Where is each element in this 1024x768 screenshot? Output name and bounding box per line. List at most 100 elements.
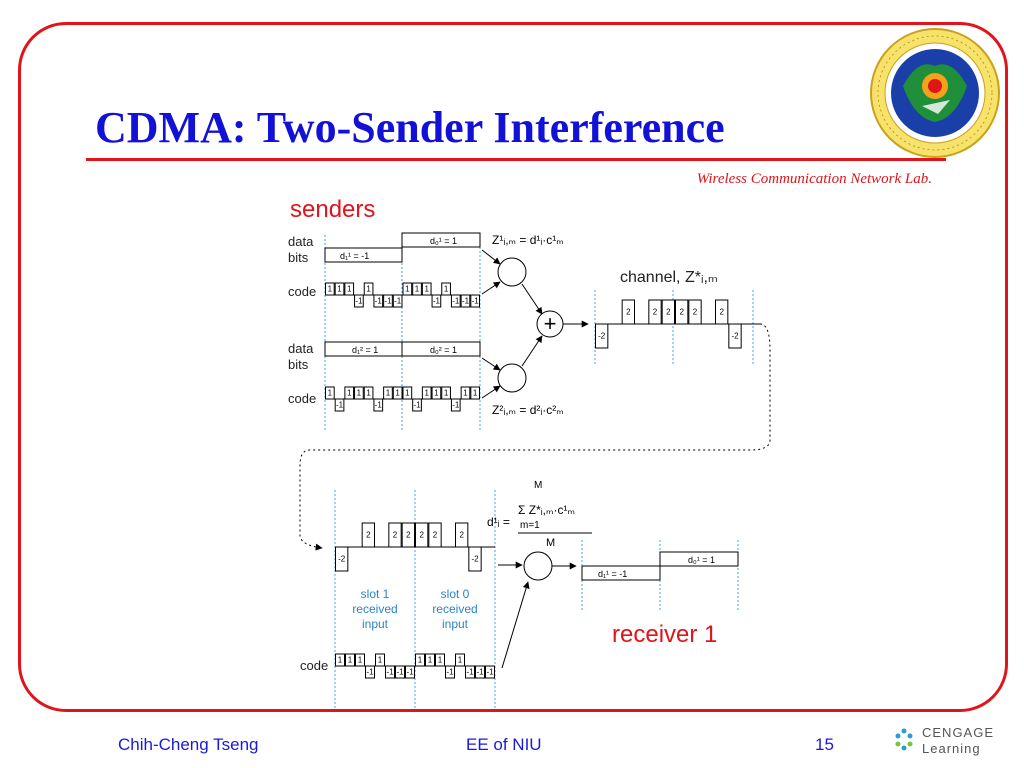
waveform-chip: [361, 522, 375, 548]
waveform-chip-label: -1: [396, 668, 404, 677]
waveform-chip: [460, 294, 471, 308]
waveform-chip: [354, 386, 364, 400]
code-label-3: code: [300, 658, 328, 673]
sender2-bit-slot0: d₀² = 1: [430, 345, 457, 355]
receiver-label: receiver 1: [612, 621, 717, 648]
waveform-chip-label: -1: [406, 668, 414, 677]
waveform-chip-label: 2: [433, 531, 438, 540]
waveform-chip-label: 1: [328, 389, 333, 398]
waveform-chip-label: 1: [438, 656, 443, 665]
waveform-chip: [450, 294, 461, 308]
waveform-chip-label: 1: [328, 285, 333, 294]
waveform-chip: [675, 299, 689, 325]
decode-sum-body: Σ Z*ᵢ,ₘ·c¹ₘ: [518, 503, 575, 517]
waveform-chip: [402, 282, 413, 296]
waveform-chip: [383, 294, 393, 308]
waveform-chip: [388, 522, 402, 548]
waveform-chip-label: 2: [393, 531, 398, 540]
waveform-chip: [334, 398, 345, 412]
waveform-chip: [375, 653, 385, 667]
waveform-chip-label: -1: [366, 668, 374, 677]
formula-z1: Z¹ᵢ,ₘ = d¹ᵢ·c¹ₘ: [492, 233, 564, 247]
waveform-chip: [392, 386, 403, 400]
niu-seal-icon: [870, 28, 1000, 158]
waveform-chip-label: 1: [444, 389, 449, 398]
waveform-chip-label: -1: [394, 297, 402, 306]
waveform-chip-label: 1: [424, 389, 429, 398]
waveform-chip: [470, 294, 480, 308]
slot1-line2: received: [352, 602, 397, 616]
receiver-bit-slot1: d₁¹ = -1: [598, 569, 627, 579]
waveform-chip: [595, 323, 609, 349]
multiplier-2: [497, 363, 527, 393]
waveform-chip: [405, 665, 415, 679]
footer-author: Chih-Cheng Tseng: [118, 735, 259, 754]
waveform-chip-label: -1: [472, 297, 480, 306]
waveform-chip-label: 1: [428, 656, 433, 665]
waveform-chip-label: 2: [693, 308, 698, 317]
waveform-chip: [392, 294, 403, 308]
decode-sum-top: M: [534, 480, 542, 491]
waveform-chip: [450, 398, 461, 412]
receiver-bit-slot1-box: [581, 565, 661, 581]
plus-icon: +: [544, 311, 557, 336]
waveform-chip-label: -1: [466, 668, 474, 677]
code-label-1: code: [288, 284, 316, 299]
waveform-chip: [325, 386, 335, 400]
waveform-chip: [365, 665, 375, 679]
senders-label: senders: [290, 196, 375, 223]
waveform-chip-label: -1: [336, 401, 344, 410]
waveform-chip-label: -1: [375, 401, 383, 410]
waveform-chip-label: 1: [424, 285, 429, 294]
waveform-chip: [335, 653, 345, 667]
waveform-chip: [465, 665, 475, 679]
waveform-chip: [455, 653, 465, 667]
waveform-chip-label: 2: [653, 308, 658, 317]
waveform-chip: [385, 665, 395, 679]
slot1-line1: slot 1: [361, 587, 390, 601]
waveform-chip: [335, 546, 349, 572]
waveform-chip-label: -2: [338, 555, 346, 564]
waveform-chip-label: 1: [463, 389, 468, 398]
waveform-chip-label: 1: [366, 285, 371, 294]
waveform-chip: [468, 546, 482, 572]
sender1-bit-slot0: d₀¹ = 1: [430, 236, 457, 246]
waveform-chip-label: 1: [347, 389, 352, 398]
cengage-line2: Learning: [922, 741, 981, 756]
waveform-chip-label: 1: [434, 389, 439, 398]
channel-label: channel, Z*ᵢ,ₘ: [620, 269, 718, 286]
waveform-chip: [412, 398, 422, 412]
receiver-bit-slot0: d₀¹ = 1: [688, 555, 715, 565]
waveform-chip-label: 1: [473, 389, 478, 398]
slide-title: CDMA: Two-Sender Interference: [95, 103, 725, 152]
waveform-chip-label: 1: [386, 389, 391, 398]
slot0-line1: slot 0: [441, 587, 470, 601]
waveform-chip: [648, 299, 662, 325]
title-underline: [86, 158, 946, 161]
waveform-chip-label: 2: [626, 308, 631, 317]
waveform-chip: [344, 282, 355, 296]
waveform-chip-label: -1: [413, 401, 421, 410]
waveform-chip: [345, 653, 355, 667]
waveform-chip-label: -1: [476, 668, 484, 677]
waveform-chip-label: 1: [338, 656, 343, 665]
formula-z2: Z²ᵢ,ₘ = d²ᵢ·c²ₘ: [492, 403, 564, 417]
waveform-chip-label: 2: [679, 308, 684, 317]
waveform-chip-label: 1: [395, 389, 400, 398]
waveform-chip: [325, 282, 335, 296]
waveform-chip-label: 1: [458, 656, 463, 665]
waveform-chip: [485, 665, 495, 679]
waveform-chip: [395, 665, 405, 679]
waveform-chip-label: 2: [406, 531, 411, 540]
waveform-chip: [460, 386, 471, 400]
cengage-line1: CENGAGE: [922, 725, 994, 740]
waveform-chip: [363, 386, 374, 400]
waveform-chip-label: 1: [366, 389, 371, 398]
decode-denominator: M: [546, 537, 555, 549]
slot1-line3: input: [362, 617, 389, 631]
waveform-chip: [445, 665, 455, 679]
